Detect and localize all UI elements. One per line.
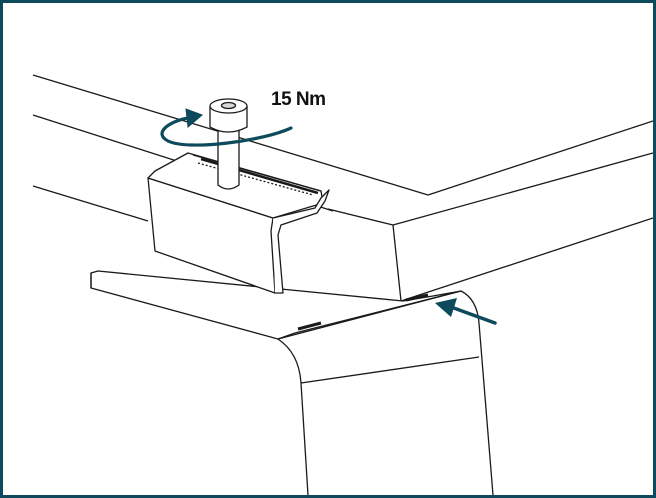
bolt-shaft <box>217 128 240 190</box>
straight-arrow-icon <box>435 298 497 325</box>
mounting-rail <box>90 270 494 495</box>
panel-back-edge <box>32 74 653 196</box>
rail-top-edge <box>277 290 462 340</box>
mounting-clamp-illustration <box>32 74 653 495</box>
panel-left-edge <box>32 185 149 222</box>
panel-thickness-edge <box>392 217 653 302</box>
insert-arrow-shaft <box>449 305 497 325</box>
rail-leg-bend-line <box>300 356 480 384</box>
rail-leg-right <box>460 290 494 495</box>
rail-leg-left <box>277 338 309 495</box>
rail-groove-right <box>405 293 429 302</box>
curved-rotation-arrow-icon <box>160 108 293 147</box>
clamp-hook <box>272 189 330 294</box>
clamp-slot-line-1 <box>192 154 322 192</box>
rail-groove-left <box>297 321 322 331</box>
panel-top-front-edge <box>327 152 653 226</box>
bolt-hex-socket <box>220 101 237 110</box>
rotation-arrow-head <box>185 108 203 128</box>
solar-panel-module <box>32 74 653 302</box>
rotation-arrow-path <box>160 115 293 147</box>
insert-arrow-head <box>435 298 457 317</box>
torque-label: 15 Nm <box>271 89 326 110</box>
